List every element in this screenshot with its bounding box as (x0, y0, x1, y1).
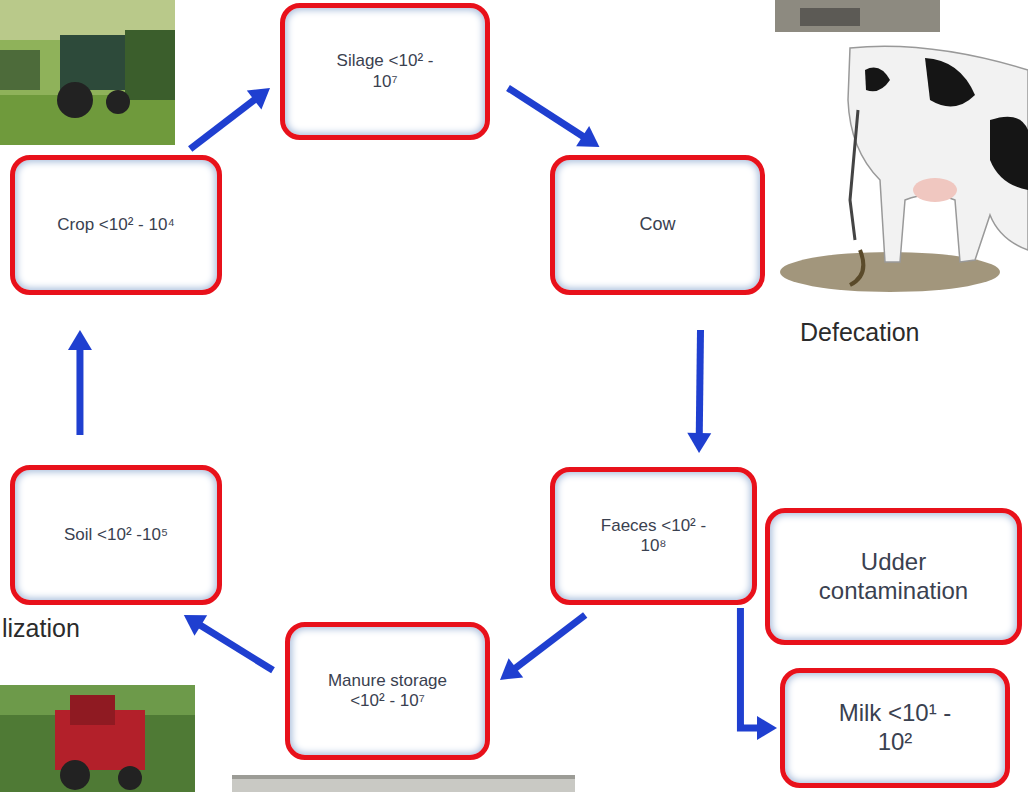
node-text: Udder contamination (784, 548, 1004, 606)
arrow-head (687, 433, 711, 453)
tractor-photo (0, 0, 175, 145)
node-text: Faeces <10² - 10⁸ (589, 516, 719, 557)
arrow-head (500, 658, 523, 680)
storage-photo (232, 775, 575, 792)
spreader-photo (0, 685, 195, 792)
arrow-line (190, 99, 256, 149)
process-box: Crop <10² - 10⁴ (10, 155, 222, 295)
node-text: Soil <10² -10⁵ (64, 525, 168, 545)
flow-arrow (68, 330, 92, 435)
arrow-line (76, 348, 83, 435)
annotation-label: lization (2, 614, 80, 643)
cow-photo (780, 46, 1028, 292)
flow-arrow (190, 88, 270, 149)
flow-arrow (508, 88, 599, 147)
node-text: Cow (639, 214, 675, 236)
arrow-head (68, 330, 92, 350)
arrow-line (199, 624, 273, 670)
process-box: Cow (550, 155, 765, 295)
flow-arrow (184, 615, 273, 670)
node-text: Silage <10² - 10⁷ (325, 51, 445, 92)
process-box: Silage <10² - 10⁷ (280, 3, 490, 140)
arrow-head (757, 716, 777, 740)
arrow-line (699, 330, 700, 435)
arrow-line (740, 608, 759, 728)
process-box: Manure storage <10² - 10⁷ (285, 622, 490, 760)
arrow-head (184, 615, 207, 636)
arrow-head (576, 126, 599, 147)
node-text: Manure storage <10² - 10⁷ (323, 671, 453, 712)
process-box: Soil <10² -10⁵ (10, 465, 222, 605)
arrow-line (508, 88, 584, 137)
annotation-label: Defecation (800, 318, 920, 347)
ground-photo (775, 0, 940, 32)
arrow-head (247, 88, 270, 110)
node-text: Milk <10¹ - 10² (820, 699, 970, 757)
flow-arrow (500, 615, 585, 680)
process-box: Milk <10¹ - 10² (780, 668, 1010, 788)
node-text: Crop <10² - 10⁴ (57, 215, 174, 235)
process-box: Faeces <10² - 10⁸ (550, 467, 757, 605)
flow-arrow (687, 330, 711, 453)
process-box: Udder contamination (765, 508, 1022, 645)
arrow-line (514, 615, 585, 669)
